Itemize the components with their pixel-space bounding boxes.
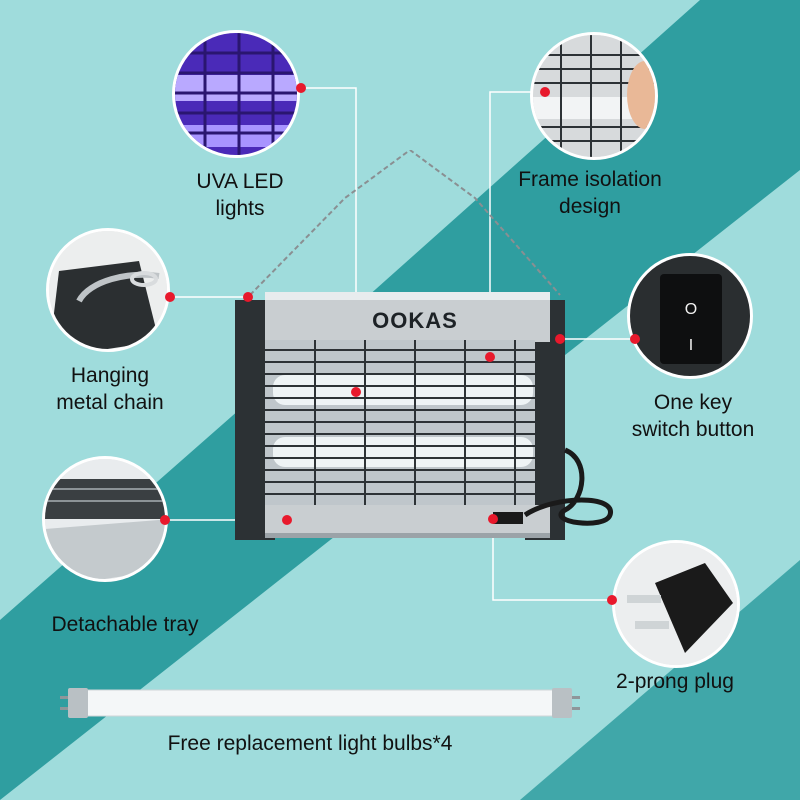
chain-label-line2: metal chain xyxy=(56,391,164,414)
pointer-dot xyxy=(488,514,498,524)
pointer-dot xyxy=(160,515,170,525)
rocker-switch xyxy=(660,274,722,364)
brand-logo: OOKAS xyxy=(372,308,458,333)
frame-isolation-label: Frame isolation design xyxy=(495,166,685,220)
chain-label: Hanging metal chain xyxy=(25,362,195,416)
tray-label: Detachable tray xyxy=(51,613,199,636)
pointer-dot xyxy=(282,515,292,525)
bulb-cap-left xyxy=(68,688,88,718)
uv-bulb-bottom xyxy=(273,437,533,467)
uva-led-closeup xyxy=(172,30,300,158)
frame-isolation-closeup xyxy=(530,32,658,160)
plug-prong xyxy=(635,621,669,629)
switch-closeup: O I xyxy=(627,253,753,379)
chain-hook-closeup xyxy=(46,228,170,352)
bug-zapper-product: OOKAS xyxy=(235,150,613,540)
replacement-bulb xyxy=(60,688,580,718)
hanging-chain xyxy=(249,150,561,296)
frame-isolation-label-line1: Frame isolation xyxy=(518,168,662,191)
plug-prong xyxy=(627,595,661,603)
bulb-caption: Free replacement light bulbs*4 xyxy=(167,732,453,755)
uva-led-label-line1: UVA LED xyxy=(196,170,284,193)
uva-led-label-line2: lights xyxy=(215,197,265,220)
plug-closeup xyxy=(612,540,740,668)
bulb-cap-right xyxy=(552,688,572,718)
cord-plug xyxy=(493,512,523,524)
switch-label: One key switch button xyxy=(608,389,778,443)
switch-on-symbol: I xyxy=(689,337,693,354)
frame-isolation-label-line2: design xyxy=(559,195,621,218)
plug-body xyxy=(655,563,733,653)
connector-lines xyxy=(165,87,635,601)
pointer-dot xyxy=(243,292,253,302)
plug-label: 2-prong plug xyxy=(616,670,734,693)
chain-label-line1: Hanging xyxy=(70,364,150,387)
switch-off-symbol: O xyxy=(685,301,697,318)
pointer-dot xyxy=(607,595,617,605)
uva-led-label: UVA LED lights xyxy=(160,168,320,222)
pointer-dot xyxy=(165,292,175,302)
switch-label-line2: switch button xyxy=(631,418,755,441)
tray-closeup xyxy=(42,456,168,582)
pointer-dot xyxy=(351,387,361,397)
pointer-dot xyxy=(485,352,495,362)
top-cover xyxy=(265,292,550,342)
uv-bulb-top xyxy=(273,375,533,405)
switch-label-line1: One key xyxy=(653,391,733,414)
pointer-dot xyxy=(555,334,565,344)
power-cord xyxy=(523,447,613,526)
pointer-dot xyxy=(540,87,550,97)
bulb-tube xyxy=(79,689,561,717)
pointer-dot xyxy=(630,334,640,344)
pointer-dot xyxy=(296,83,306,93)
